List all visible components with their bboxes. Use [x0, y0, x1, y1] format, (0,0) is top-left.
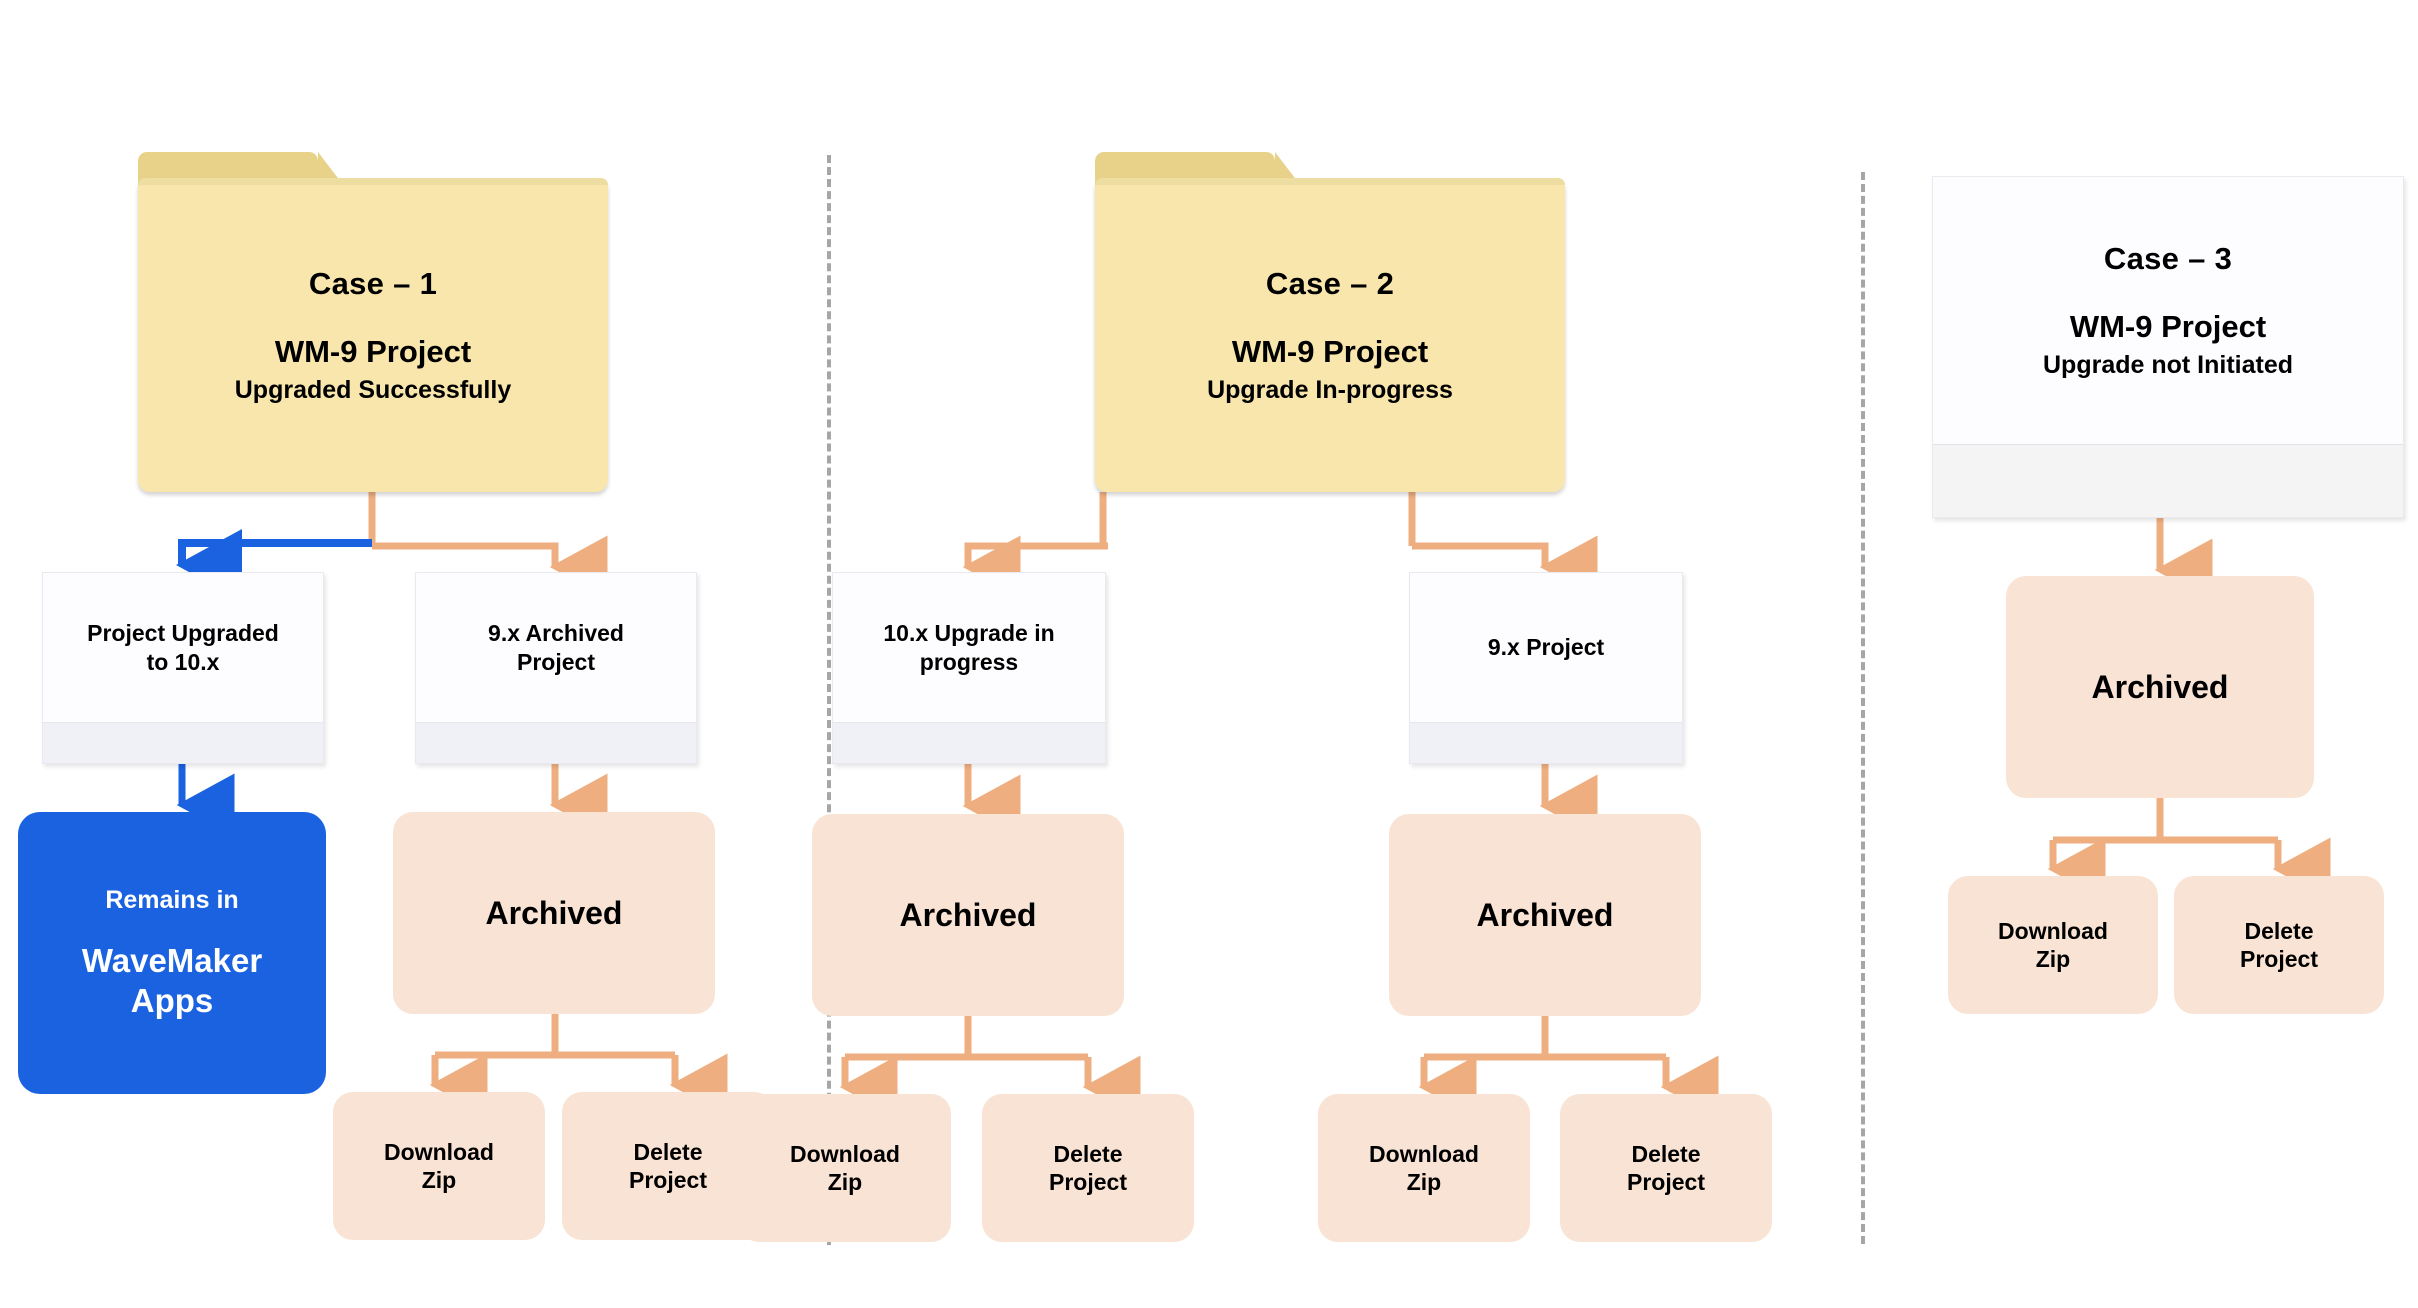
case-label: Case – 3 — [2103, 241, 2233, 276]
action-line-2: Zip — [2035, 946, 2071, 972]
action-line-1: Download — [790, 1140, 900, 1167]
case-1-download-zip-node[interactable]: Download Zip — [333, 1092, 545, 1240]
case-2-9x-project-card[interactable]: 9.x Project — [1409, 572, 1683, 764]
card-line-1: 9.x Archived — [488, 620, 624, 647]
archived-label: Archived — [1476, 896, 1614, 933]
action-line-1: Delete — [633, 1138, 703, 1165]
case-1-wavemaker-apps-node[interactable]: Remains in WaveMaker Apps — [18, 812, 326, 1094]
case-label: Case – 1 — [308, 265, 438, 301]
wavemaker-line-1: Remains in — [105, 885, 239, 914]
archived-label: Archived — [899, 896, 1037, 933]
case-2-right-download-zip-node[interactable]: Download Zip — [1318, 1094, 1530, 1242]
project-label: WM-9 Project — [2069, 309, 2267, 344]
card-line-2: to 10.x — [146, 648, 220, 675]
action-line-2: Project — [629, 1167, 707, 1193]
case-2-left-download-zip-node[interactable]: Download Zip — [739, 1094, 951, 1242]
card-footer-strip — [43, 722, 323, 763]
case-3-delete-project-node[interactable]: Delete Project — [2174, 876, 2384, 1014]
card-text: 9.x Archived Project — [416, 573, 696, 722]
case-2-left-delete-project-node[interactable]: Delete Project — [982, 1094, 1194, 1242]
case-3-download-zip-node[interactable]: Download Zip — [1948, 876, 2158, 1014]
card-text: Project Upgraded to 10.x — [43, 573, 323, 722]
archived-label: Archived — [485, 894, 623, 931]
case-1-delete-project-node[interactable]: Delete Project — [562, 1092, 774, 1240]
archived-label: Archived — [2091, 668, 2229, 705]
action-line-2: Zip — [827, 1169, 863, 1195]
case-1-folder-header[interactable]: Case – 1 WM-9 Project Upgraded Successfu… — [138, 152, 608, 492]
card-text: 10.x Upgrade in progress — [833, 573, 1105, 722]
card-footer-strip — [833, 722, 1105, 763]
case-3-header-card[interactable]: Case – 3 WM-9 Project Upgrade not Initia… — [1932, 176, 2404, 518]
status-label: Upgraded Successfully — [234, 375, 512, 404]
project-label: WM-9 Project — [1231, 333, 1429, 369]
action-line-2: Project — [1627, 1169, 1705, 1195]
column-divider-2 — [1861, 172, 1865, 1244]
project-label: WM-9 Project — [274, 333, 472, 369]
wavemaker-line-2: WaveMaker — [81, 941, 263, 979]
card-text: Case – 3 WM-9 Project Upgrade not Initia… — [1933, 177, 2403, 444]
case-label: Case – 2 — [1265, 265, 1395, 301]
card-text: 9.x Project — [1410, 573, 1682, 722]
case-2-archived-right-node[interactable]: Archived — [1389, 814, 1701, 1016]
case-2-right-delete-project-node[interactable]: Delete Project — [1560, 1094, 1772, 1242]
folder-body: Case – 1 WM-9 Project Upgraded Successfu… — [138, 178, 608, 492]
status-label: Upgrade not Initiated — [2043, 351, 2293, 379]
case-2-10x-upgrade-card[interactable]: 10.x Upgrade in progress — [832, 572, 1106, 764]
action-line-1: Delete — [1053, 1140, 1123, 1167]
action-line-2: Zip — [1406, 1169, 1442, 1195]
case-1-archived-node[interactable]: Archived — [393, 812, 715, 1014]
case-1-9x-archived-card[interactable]: 9.x Archived Project — [415, 572, 697, 764]
status-label: Upgrade In-progress — [1207, 375, 1453, 404]
wavemaker-line-3: Apps — [130, 981, 214, 1019]
case-2-folder-header[interactable]: Case – 2 WM-9 Project Upgrade In-progres… — [1095, 152, 1565, 492]
card-footer-strip — [1410, 722, 1682, 763]
action-line-1: Delete — [1631, 1140, 1701, 1167]
action-line-2: Project — [1049, 1169, 1127, 1195]
card-line-1: Project Upgraded — [87, 620, 279, 647]
card-footer-strip — [416, 722, 696, 763]
case-3-archived-node[interactable]: Archived — [2006, 576, 2314, 798]
wire-c2-to-9x — [1412, 535, 1598, 599]
card-line-1: 9.x Project — [1487, 634, 1605, 661]
wire-c2-stem-left — [1099, 492, 1108, 550]
card-line-2: progress — [919, 648, 1019, 675]
folder-body: Case – 2 WM-9 Project Upgrade In-progres… — [1095, 178, 1565, 492]
card-line-1: 10.x Upgrade in — [883, 620, 1055, 647]
action-line-2: Zip — [421, 1167, 457, 1193]
card-footer-strip — [1933, 444, 2403, 517]
action-line-1: Download — [1998, 917, 2108, 944]
action-line-1: Download — [384, 1138, 494, 1165]
action-line-1: Download — [1369, 1140, 1479, 1167]
case-2-archived-left-node[interactable]: Archived — [812, 814, 1124, 1016]
case-1-project-upgraded-card[interactable]: Project Upgraded to 10.x — [42, 572, 324, 764]
wire-c1-to-9x — [372, 535, 608, 599]
column-divider-1 — [827, 155, 831, 1245]
wire-c1-to-upgraded — [176, 529, 372, 601]
action-line-2: Project — [2240, 946, 2318, 972]
wire-c2-to-10x — [962, 535, 1103, 599]
card-line-2: Project — [517, 648, 595, 675]
action-line-1: Delete — [2244, 917, 2314, 944]
